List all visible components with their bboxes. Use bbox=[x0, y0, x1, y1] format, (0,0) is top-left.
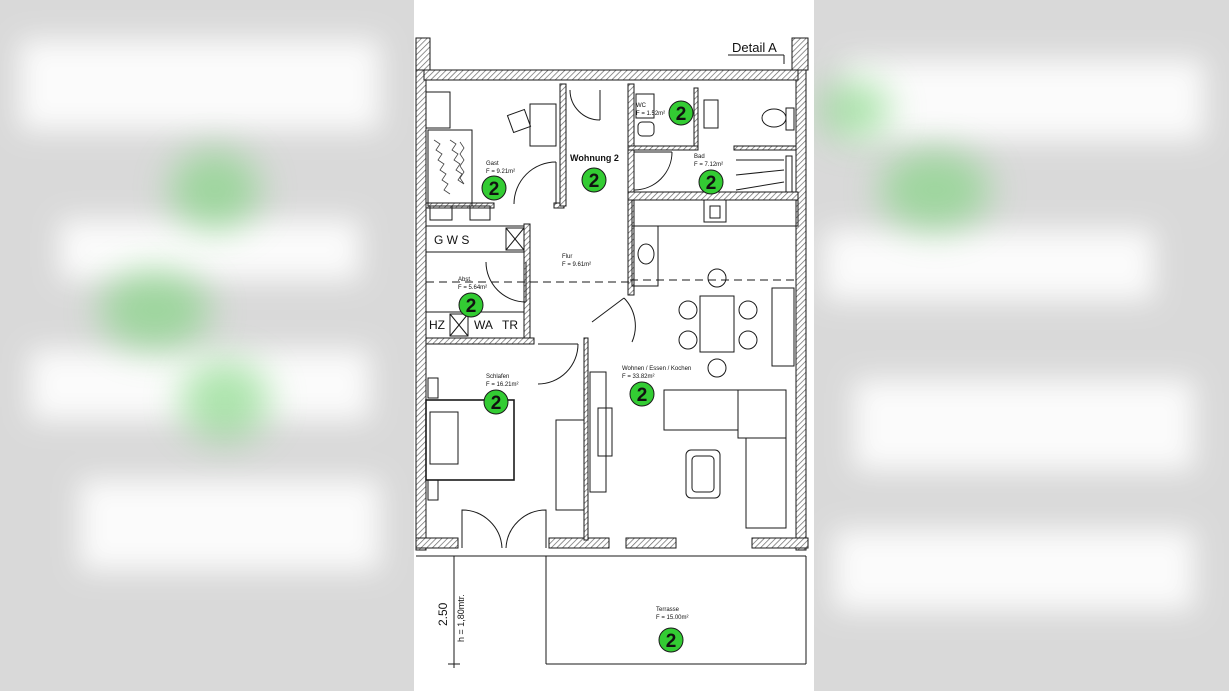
svg-text:2: 2 bbox=[489, 179, 500, 200]
room-labels: Gast F = 9.21m² WC F = 1.52m² Bad F = 7.… bbox=[458, 103, 723, 621]
blurred-badge bbox=[170, 150, 260, 230]
furniture bbox=[425, 91, 799, 529]
svg-text:2: 2 bbox=[491, 393, 502, 414]
blurred-badge bbox=[100, 270, 210, 350]
appliance-labels: G W S HZ WA TR bbox=[429, 233, 518, 332]
badge-bad: 2 bbox=[698, 169, 724, 195]
room-name-flur: Flur bbox=[562, 254, 572, 260]
room-name-schlafen: Schlafen bbox=[486, 374, 509, 380]
apartment-name: Wohnung 2 bbox=[570, 153, 619, 163]
room-name-wohnen: Wohnen / Essen / Kochen bbox=[622, 366, 691, 372]
svg-text:2: 2 bbox=[466, 296, 477, 317]
svg-text:2: 2 bbox=[676, 104, 687, 125]
badge-terrasse: 2 bbox=[658, 627, 684, 653]
svg-text:2: 2 bbox=[706, 173, 717, 194]
appliance-label-hz: HZ bbox=[429, 318, 445, 332]
room-area-abst: F = 5.64m² bbox=[458, 285, 487, 291]
room-area-flur: F = 9.61m² bbox=[562, 262, 591, 268]
badge-wohnung: 2 bbox=[581, 167, 607, 193]
room-area-schlafen: F = 16.21m² bbox=[486, 382, 519, 388]
dimension-value: 2.50 bbox=[436, 602, 450, 626]
room-area-bad: F = 7.12m² bbox=[694, 162, 723, 168]
terrace-dimension: 2.50 h = 1,80mtr. bbox=[436, 594, 466, 642]
badge-gast: 2 bbox=[481, 175, 507, 201]
room-area-wohnen: F = 33.82m² bbox=[622, 374, 655, 380]
room-name-abst: Abst. bbox=[458, 277, 472, 283]
room-name-terrasse: Terrasse bbox=[656, 607, 680, 613]
room-name-wc: WC bbox=[636, 103, 647, 109]
room-name-gast: Gast bbox=[486, 161, 499, 167]
svg-text:2: 2 bbox=[666, 631, 677, 652]
appliance-label-wa: WA bbox=[474, 318, 493, 332]
outer-walls bbox=[415, 37, 809, 551]
blurred-badge bbox=[880, 150, 990, 230]
terrace-outline bbox=[416, 555, 807, 668]
detail-label: Detail A bbox=[732, 40, 777, 55]
background-left bbox=[0, 0, 414, 691]
badge-wohnen: 2 bbox=[629, 381, 655, 407]
blurred-badge bbox=[820, 80, 890, 140]
room-area-terrasse: F = 15.00m² bbox=[656, 615, 689, 621]
dimension-height: h = 1,80mtr. bbox=[456, 594, 466, 642]
floor-plan: Detail A Gast F = 9.21m² WC F = 1.52m² B… bbox=[414, 0, 814, 691]
room-area-wc: F = 1.52m² bbox=[636, 111, 665, 117]
background-right bbox=[814, 0, 1229, 691]
detail-callout: Detail A bbox=[728, 40, 785, 64]
room-name-bad: Bad bbox=[694, 154, 705, 160]
appliance-label-gws: G W S bbox=[434, 233, 469, 247]
badge-wc: 2 bbox=[668, 100, 694, 126]
svg-text:2: 2 bbox=[637, 385, 648, 406]
badge-abst: 2 bbox=[458, 292, 484, 318]
floor-plan-drawing: Detail A Gast F = 9.21m² WC F = 1.52m² B… bbox=[415, 37, 809, 668]
room-area-gast: F = 9.21m² bbox=[486, 169, 515, 175]
room-badges: 2 2 2 2 2 2 2 2 bbox=[458, 100, 724, 653]
svg-text:2: 2 bbox=[589, 171, 600, 192]
appliance-label-tr: TR bbox=[502, 318, 518, 332]
door-swings bbox=[461, 89, 673, 549]
badge-schlafen: 2 bbox=[483, 389, 509, 415]
blurred-badge bbox=[180, 360, 270, 440]
